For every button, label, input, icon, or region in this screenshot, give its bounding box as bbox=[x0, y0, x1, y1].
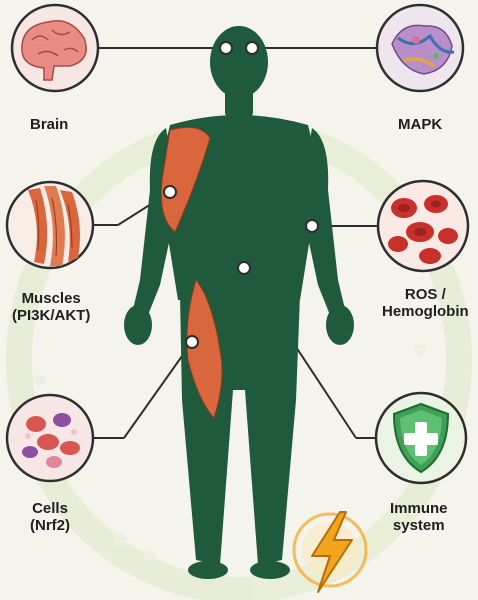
label-muscles: Muscles (PI3K/AKT) bbox=[12, 290, 90, 324]
label-ros-hemoglobin: ROS / Hemoglobin bbox=[382, 286, 469, 320]
label-brain: Brain bbox=[30, 116, 68, 133]
brain-icon bbox=[12, 5, 98, 91]
red-blood-cells-icon bbox=[378, 181, 468, 271]
label-muscles-line2: (PI3K/AKT) bbox=[12, 307, 90, 324]
label-immune: Immune system bbox=[390, 500, 448, 534]
label-muscles-line1: Muscles bbox=[12, 290, 90, 307]
label-immune-line1: Immune bbox=[390, 500, 448, 517]
label-ros-line1: ROS / bbox=[382, 286, 469, 303]
protein-network-icon bbox=[377, 5, 463, 91]
label-cells-line1: Cells bbox=[30, 500, 70, 517]
label-immune-line2: system bbox=[390, 517, 448, 534]
label-cells: Cells (Nrf2) bbox=[30, 500, 70, 534]
muscle-fibers-icon bbox=[7, 182, 93, 268]
label-ros-line2: Hemoglobin bbox=[382, 303, 469, 320]
human-body-silhouette bbox=[124, 26, 354, 579]
cells-icon bbox=[7, 395, 93, 481]
label-mapk: MAPK bbox=[398, 116, 442, 133]
shield-plus-icon bbox=[376, 393, 466, 483]
label-cells-line2: (Nrf2) bbox=[30, 517, 70, 534]
